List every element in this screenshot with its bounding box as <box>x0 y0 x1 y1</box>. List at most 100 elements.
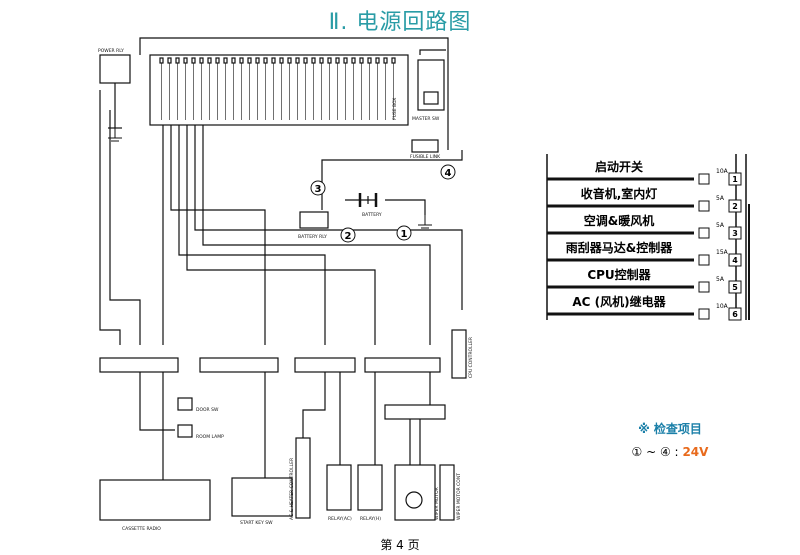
fuse-number-box <box>728 172 742 186</box>
fuse-terminal <box>159 57 164 64</box>
fuse-terminal <box>239 57 244 64</box>
cpu-connector <box>451 329 467 379</box>
wiper-motor-controller <box>439 464 455 521</box>
battery-circuit <box>321 150 463 210</box>
label-cpu-controller: CPU CONTROLLER <box>468 337 474 378</box>
check-point-4-marker <box>440 164 456 180</box>
fuse-terminal <box>191 57 196 64</box>
fuse-terminal <box>351 57 356 64</box>
fuse-number-box <box>728 226 742 240</box>
fuse-number-box <box>728 199 742 213</box>
fuse-rating: 15A <box>716 249 729 256</box>
main-power-rail <box>139 37 449 150</box>
label-master-sw: MASTER SW <box>412 116 440 122</box>
label-power-relay: POWER RLY <box>98 48 124 54</box>
fuse-number-box <box>728 253 742 267</box>
check-point-2-label: 2 <box>345 231 352 242</box>
fusible-link <box>411 139 439 153</box>
fuse-terminal <box>367 57 372 64</box>
relay-h <box>357 464 383 511</box>
fuse-number: 6 <box>732 310 738 319</box>
fuse-terminal <box>319 57 324 64</box>
fuse-number: 1 <box>732 175 738 184</box>
check-point-3-label: 3 <box>315 184 322 195</box>
fuse-box <box>149 54 409 126</box>
ac-heater-controller <box>295 437 311 519</box>
fuse-terminal <box>247 57 252 64</box>
master-sw-link <box>419 49 446 55</box>
fuse-terminal <box>231 57 236 64</box>
fuse-terminal <box>303 57 308 64</box>
label-start-key-sw: START KEY SW <box>240 520 273 526</box>
fuse-number: 5 <box>732 283 738 292</box>
connector-cn1 <box>99 357 179 373</box>
check-point-1-marker <box>396 225 412 241</box>
fuse-terminal <box>391 57 396 64</box>
label-battery-relay: BATTERY RLY <box>298 234 327 240</box>
fuse-terminal <box>343 57 348 64</box>
fuse-rating: 10A <box>716 303 729 310</box>
fuse-terminal <box>335 57 340 64</box>
fuse-terminal <box>263 57 268 64</box>
legend-fuse <box>698 254 710 266</box>
fuse-label-2: 收音机,室内灯 <box>580 187 658 201</box>
fuse-terminal <box>175 57 180 64</box>
fuse-number-box <box>728 307 742 321</box>
fuse-label-1: 启动开关 <box>594 160 643 174</box>
fuse-terminal <box>311 57 316 64</box>
fuse-rating: 10A <box>716 168 729 175</box>
label-room-lamp: ROOM LAMP <box>196 434 224 440</box>
legend-fuse <box>698 173 710 185</box>
check-voltage-value: 24V <box>682 445 709 459</box>
start-key-switch <box>231 477 293 517</box>
connector-cn4 <box>364 357 441 373</box>
fuse-terminal <box>199 57 204 64</box>
label-relay-h: RELAY(H) <box>360 516 381 522</box>
fuse-terminal <box>287 57 292 64</box>
cassette-radio <box>99 479 211 521</box>
label-wiper-motor: WIPER MOTOR <box>434 487 440 520</box>
check-title: ※ 检查项目 <box>638 422 702 436</box>
door-switch <box>177 397 193 411</box>
fuse-terminal <box>271 57 276 64</box>
fuse-terminal <box>327 57 332 64</box>
label-fusible-link: FUSIBLE LINK <box>410 154 441 160</box>
legend-fuse <box>698 281 710 293</box>
connector-cn3 <box>294 357 356 373</box>
relay-ac <box>326 464 352 511</box>
fuse-number: 4 <box>732 256 738 265</box>
wiper-connector <box>384 404 446 420</box>
check-point-2-marker <box>340 227 356 243</box>
label-relay-ac: RELAY(AC) <box>328 516 352 522</box>
fuse-number: 3 <box>732 229 738 238</box>
legend-fuse <box>698 308 710 320</box>
label-ac-heater-controller: AC & HEATER CONTROLLER <box>289 458 295 520</box>
fuse-terminal <box>167 57 172 64</box>
master-switch <box>417 59 445 111</box>
fuse-terminal <box>183 57 188 64</box>
fuse-terminal <box>279 57 284 64</box>
fuse-label-4: 雨刮器马达&控制器 <box>565 241 673 255</box>
label-door-sw: DOOR SW <box>196 407 219 413</box>
fuse-number-box <box>728 280 742 294</box>
battery-relay <box>299 211 329 229</box>
check-range: ① ~ ④ : <box>631 445 679 459</box>
check-point-3-marker <box>310 180 326 196</box>
fuse-terminal <box>223 57 228 64</box>
fuse-terminal <box>215 57 220 64</box>
fuse-terminal <box>295 57 300 64</box>
check-row: ① ~ ④ : 24V <box>600 445 740 459</box>
fuse-terminal <box>207 57 212 64</box>
label-cassette-radio: CASSETTE RADIO <box>122 526 161 532</box>
check-point-1-label: 1 <box>401 229 408 240</box>
fuse-rating: 5A <box>716 195 725 202</box>
fuse-label-5: CPU控制器 <box>587 268 651 282</box>
wiper-motor <box>394 464 436 521</box>
fuse-terminal <box>375 57 380 64</box>
fuse-rating: 5A <box>716 276 725 283</box>
check-point-4-label: 4 <box>445 168 452 179</box>
fuse-terminal <box>359 57 364 64</box>
